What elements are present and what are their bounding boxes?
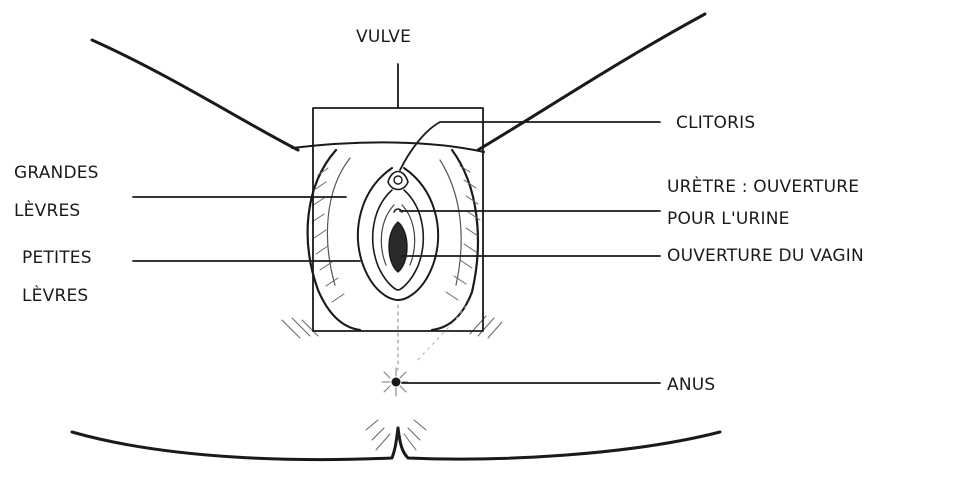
label-labia-minora-line2: LÈVRES [22,283,92,309]
label-labia-minora: PETITES LÈVRES [22,245,92,309]
label-anus: ANUS [667,372,715,398]
label-vulve: VULVE [356,24,411,50]
label-clitoris: CLITORIS [676,110,755,136]
label-anus-text: ANUS [667,372,715,398]
label-labia-majora-line2: LÈVRES [14,198,99,224]
labia-majora-left-inner [327,158,350,285]
label-labia-majora: GRANDES LÈVRES [14,160,99,224]
label-labia-minora-line1: PETITES [22,245,92,271]
clitoral-hood [388,172,408,190]
label-urethra-line1: URÈTRE : OUVERTURE [667,174,859,200]
vaginal-opening [389,222,407,272]
clitoris-leader [400,122,660,170]
label-urethra: URÈTRE : OUVERTURE POUR L'URINE [667,174,859,232]
labia-majora-right-inner [440,160,461,285]
labia-majora-left [308,150,360,330]
label-vagina-text: OUVERTURE DU VAGIN [667,243,864,269]
right-buttock-outline [398,428,720,459]
right-thigh-outline [478,14,705,150]
left-thigh-outline [92,40,298,150]
label-clitoris-text: CLITORIS [676,110,755,136]
label-labia-majora-line1: GRANDES [14,160,99,186]
label-vulve-text: VULVE [356,24,411,50]
clitoris-glans [394,176,402,184]
label-urethra-line2: POUR L'URINE [667,206,859,232]
mons-line [292,142,484,152]
left-buttock-outline [72,428,398,460]
label-vagina: OUVERTURE DU VAGIN [667,243,864,269]
anus-drawing [382,368,408,396]
